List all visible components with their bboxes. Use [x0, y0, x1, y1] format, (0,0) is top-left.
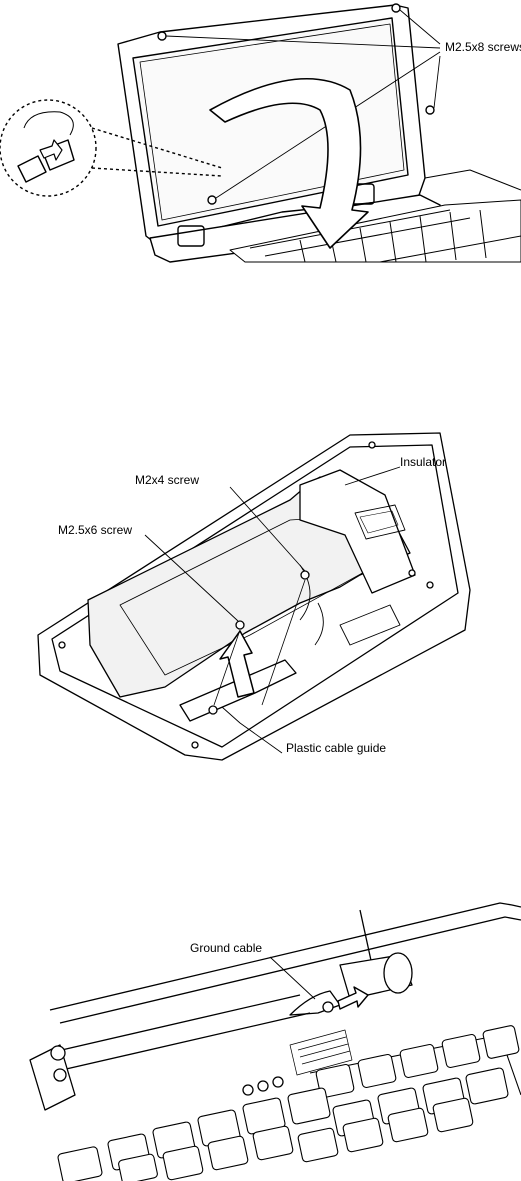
leader-lines	[144, 466, 401, 754]
figure-ground-cable: Ground cable	[0, 895, 521, 1181]
screw-m25x6	[235, 620, 245, 630]
display-frame	[49, 902, 521, 1011]
connector-detail	[23, 111, 74, 136]
insulator-illustration	[37, 432, 471, 761]
label-insulator: Insulator	[400, 455, 447, 469]
keyboard	[57, 1025, 521, 1181]
ground-cable-illustration	[29, 902, 521, 1181]
ground-screw	[322, 1001, 334, 1013]
label-plastic-cable-guide: Plastic cable guide	[286, 741, 387, 755]
figure-insulator: M2x4 screw M2.5x6 screw Insulator Plasti…	[0, 425, 521, 765]
leader-line	[269, 956, 316, 1000]
screw-bottom-left	[207, 195, 217, 205]
display-mask-illustration	[0, 3, 521, 263]
fold-arrow	[209, 77, 369, 249]
screw-top-right	[391, 3, 401, 13]
label-ground-cable: Ground cable	[190, 941, 263, 955]
keyboard	[229, 199, 521, 263]
figure-display-mask: M2.5x8 screws	[0, 0, 521, 270]
pull-arrow	[337, 986, 369, 1010]
screw-top-left	[157, 31, 167, 41]
label-m25x8-screws: M2.5x8 screws	[445, 40, 521, 54]
leader-lines	[165, 9, 441, 199]
speaker-grille	[289, 1029, 353, 1076]
screw-right	[425, 105, 435, 115]
lift-arrow	[219, 630, 255, 698]
insulator-sheet	[299, 469, 416, 594]
screw-m2x4	[300, 570, 310, 580]
label-m25x6-screw: M2.5x6 screw	[58, 523, 133, 537]
label-m2x4-screw: M2x4 screw	[135, 473, 200, 487]
ground-cable	[289, 990, 341, 1016]
